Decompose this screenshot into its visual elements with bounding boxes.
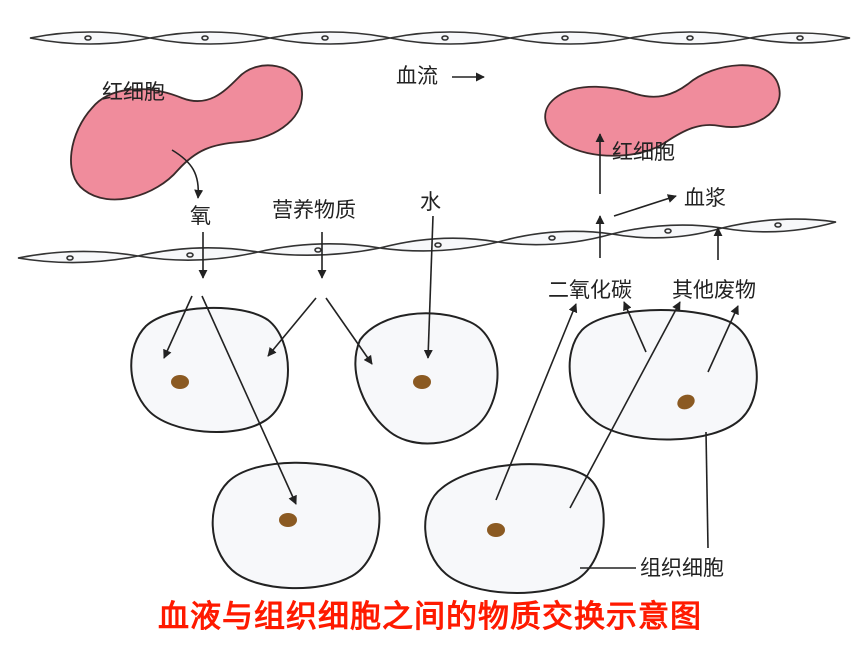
label-red-blood-cell-right: 红细胞 xyxy=(612,140,675,164)
to-plasma-arrow xyxy=(613,194,677,217)
tissue-cell-4 xyxy=(211,461,381,590)
leader-line-cell3 xyxy=(705,431,709,549)
label-other-waste: 其他废物 xyxy=(672,278,756,302)
label-oxygen: 氧 xyxy=(190,204,211,228)
co2-from-cell5-arrow xyxy=(495,303,578,501)
oxygen-to-cell1-arrow xyxy=(163,295,193,359)
water-arrow xyxy=(423,215,434,359)
waste-from-cell5-arrow xyxy=(569,301,681,509)
nutrients-to-cell1-arrow xyxy=(267,297,317,357)
red-blood-cell-right xyxy=(544,64,781,157)
tissue-cells xyxy=(130,306,758,594)
capillary-wall-top xyxy=(29,31,851,45)
label-water: 水 xyxy=(420,190,441,214)
tissue-cell-3 xyxy=(568,309,758,441)
label-blood-flow: 血流 xyxy=(396,64,438,88)
nutrients-to-cell2-arrow xyxy=(325,297,373,365)
tissue-cell-1 xyxy=(130,306,289,434)
capillary-wall-bottom xyxy=(17,218,837,264)
label-nutrients: 营养物质 xyxy=(272,198,356,222)
red-blood-cell-left xyxy=(70,64,303,201)
exchange-arrows xyxy=(163,72,739,569)
waste-from-cell3-arrow xyxy=(707,305,739,373)
co2-from-cell3-arrow xyxy=(623,301,647,353)
label-tissue-cells: 组织细胞 xyxy=(640,556,724,580)
label-plasma: 血浆 xyxy=(684,186,726,210)
oxygen-to-cell4-arrow xyxy=(201,295,297,505)
label-red-blood-cell-left: 红细胞 xyxy=(102,80,165,104)
diagram-caption: 血液与组织细胞之间的物质交换示意图 xyxy=(158,599,702,635)
tissue-cell-5 xyxy=(424,463,605,594)
label-carbon-dioxide: 二氧化碳 xyxy=(548,278,632,302)
nuclei xyxy=(171,375,695,537)
oxygen-release-arrow xyxy=(171,149,204,199)
